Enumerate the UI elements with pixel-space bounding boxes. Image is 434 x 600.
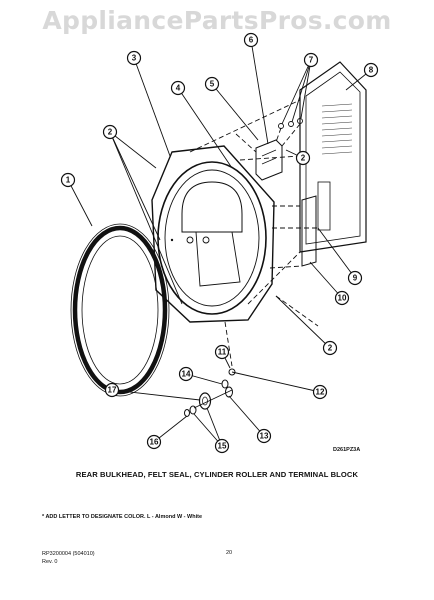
- callout-2-left: 2: [102, 124, 118, 140]
- cylinder-roller-assembly: [184, 368, 236, 417]
- bracket-part: [301, 195, 317, 267]
- revision: Rev. 0: [42, 559, 58, 565]
- callout-11: 11: [214, 344, 230, 360]
- footer-doc-info: RP3200004 (504010) Rev. 0: [42, 550, 95, 566]
- svg-text:16: 16: [150, 438, 159, 447]
- leader-lines: [67, 39, 372, 447]
- doc-number: RP3200004 (504010): [42, 551, 95, 557]
- page-number: 20: [226, 550, 233, 556]
- svg-text:7: 7: [309, 56, 314, 65]
- terminal-block-part: [255, 139, 283, 181]
- felt-seal-part: [70, 223, 170, 397]
- callout-2-lower: 2: [322, 340, 338, 356]
- callout-10: 10: [334, 290, 350, 306]
- callout-12: 12: [312, 384, 328, 400]
- callout-1: 1: [60, 172, 76, 188]
- callout-6: 6: [243, 32, 259, 48]
- callout-14: 14: [178, 366, 194, 382]
- rear-panel-part: [299, 61, 367, 253]
- rear-bulkhead-part: [151, 145, 275, 323]
- svg-text:2: 2: [108, 128, 113, 137]
- svg-text:14: 14: [182, 370, 191, 379]
- diagram-title: REAR BULKHEAD, FELT SEAL, CYLINDER ROLLE…: [75, 470, 359, 479]
- callout-9: 9: [347, 270, 363, 286]
- svg-text:17: 17: [108, 386, 117, 395]
- svg-text:2: 2: [301, 154, 306, 163]
- assembly-lines: [189, 99, 319, 367]
- callout-4: 4: [170, 80, 186, 96]
- callout-13: 13: [256, 428, 272, 444]
- svg-text:11: 11: [218, 348, 227, 357]
- diagram-reference-code: D261PZ3A: [333, 447, 361, 453]
- svg-text:15: 15: [218, 442, 227, 451]
- color-note: * ADD LETTER TO DESIGNATE COLOR. L - Alm…: [42, 514, 203, 520]
- svg-text:1: 1: [66, 176, 71, 185]
- callout-2-terminal: 2: [295, 150, 311, 166]
- callout-15: 15: [214, 438, 230, 454]
- callout-7: 7: [303, 52, 319, 68]
- callout-8: 8: [363, 62, 379, 78]
- svg-text:9: 9: [353, 274, 358, 283]
- svg-text:13: 13: [260, 432, 269, 441]
- svg-text:5: 5: [210, 80, 215, 89]
- callout-3: 3: [126, 50, 142, 66]
- svg-text:8: 8: [369, 66, 374, 75]
- watermark: AppliancePartsPros.com: [42, 6, 392, 35]
- svg-text:3: 3: [132, 54, 137, 63]
- svg-text:12: 12: [316, 388, 325, 397]
- svg-text:4: 4: [176, 84, 181, 93]
- svg-text:10: 10: [338, 294, 347, 303]
- callout-5: 5: [204, 76, 220, 92]
- svg-text:6: 6: [249, 36, 254, 45]
- svg-text:2: 2: [328, 344, 333, 353]
- callout-16: 16: [146, 434, 162, 450]
- callout-17: 17: [104, 382, 120, 398]
